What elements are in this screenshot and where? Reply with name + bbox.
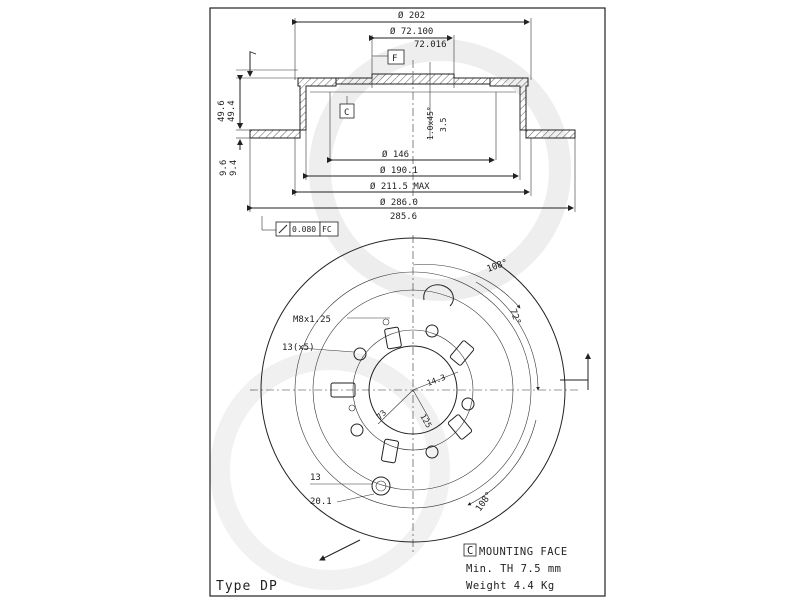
dim-chamfer-depth: 3.5 [439, 117, 448, 132]
angle-bottom: 108° [474, 490, 495, 514]
datum-f-box [387, 49, 405, 65]
slot-5 [330, 382, 356, 398]
bottom-tab-hole [371, 476, 391, 496]
dim-14: 14.3 [426, 373, 447, 388]
dim-20: 20.1 [310, 497, 332, 507]
runout-ref: FC [322, 225, 332, 234]
dim-211: Ø 211.5 MAX [370, 181, 430, 192]
runout-value: 0.080 [292, 225, 316, 234]
runout-ref-box [319, 221, 339, 237]
front-view: 108° 72° 108° M8x1.25 13(x5) 14.3 125 73… [250, 235, 591, 561]
dim-height-max: 49.6 [217, 100, 227, 122]
mounting-box-letter: C [467, 545, 474, 557]
bolt-hole-2 [425, 324, 439, 338]
dim-146: Ø 146 [382, 149, 409, 160]
notes-block: C MOUNTING FACE Min. TH 7.5 mm Weight 4.… [463, 543, 568, 592]
bolt-hole-1 [353, 347, 367, 361]
section-top-flange [335, 73, 491, 85]
dim-286-max: Ø 286.0 [380, 197, 418, 208]
slot-4 [381, 438, 399, 464]
min-thickness: Min. TH 7.5 mm [466, 563, 562, 575]
top-tab [423, 284, 454, 307]
dim-outer-dia: Ø 202 [398, 10, 425, 21]
type-label: Type DP [216, 579, 278, 594]
center-bore-circle [368, 345, 458, 435]
bolt-hole-3 [461, 397, 475, 411]
threaded-hole-1 [382, 318, 390, 326]
section-view: F C 7 49.6 49.4 9.6 9.4 1.0x45° 3.5 Ø 20… [217, 10, 576, 237]
slot-3 [447, 414, 473, 440]
dim-13-bottom: 13 [310, 473, 321, 483]
dim-thick-min: 9.4 [229, 160, 239, 176]
dim-height-7: 7 [249, 51, 259, 56]
dim-bore-max: Ø 72.100 [390, 26, 433, 37]
dim-bore-min: 72.016 [414, 40, 447, 50]
drawing-frame [209, 7, 606, 597]
disc-hat-circle [312, 289, 514, 491]
angle-right: 72° [507, 308, 522, 327]
threaded-hole-2 [348, 404, 356, 412]
slot-2 [449, 340, 475, 366]
runout-arrow-icon [278, 224, 288, 234]
dim-height-min: 49.4 [227, 100, 237, 122]
hole-dia-label: 13(x5) [282, 343, 315, 353]
dim-chamfer: 1.0x45° [426, 106, 435, 140]
dim-thick-max: 9.6 [219, 160, 229, 176]
watermark [210, 39, 571, 590]
dim-286-min: 285.6 [390, 212, 417, 222]
mounting-box [463, 543, 477, 557]
disc-outer-circle [260, 237, 566, 543]
bolt-hole-4 [425, 445, 439, 459]
slot-1 [384, 326, 402, 350]
section-arrow-bottom [319, 539, 361, 561]
bolt-circle [352, 329, 474, 451]
weight: Weight 4.4 Kg [466, 580, 555, 592]
disc-inner-friction-circle [294, 271, 532, 509]
mounting-face: MOUNTING FACE [479, 546, 568, 558]
dim-190: Ø 190.1 [380, 165, 418, 176]
datum-c: C [344, 108, 349, 118]
thread-label: M8x1.25 [293, 315, 331, 325]
datum-f: F [392, 54, 397, 64]
dim-73: 73 [375, 408, 388, 421]
bolt-hole-5 [350, 423, 364, 437]
